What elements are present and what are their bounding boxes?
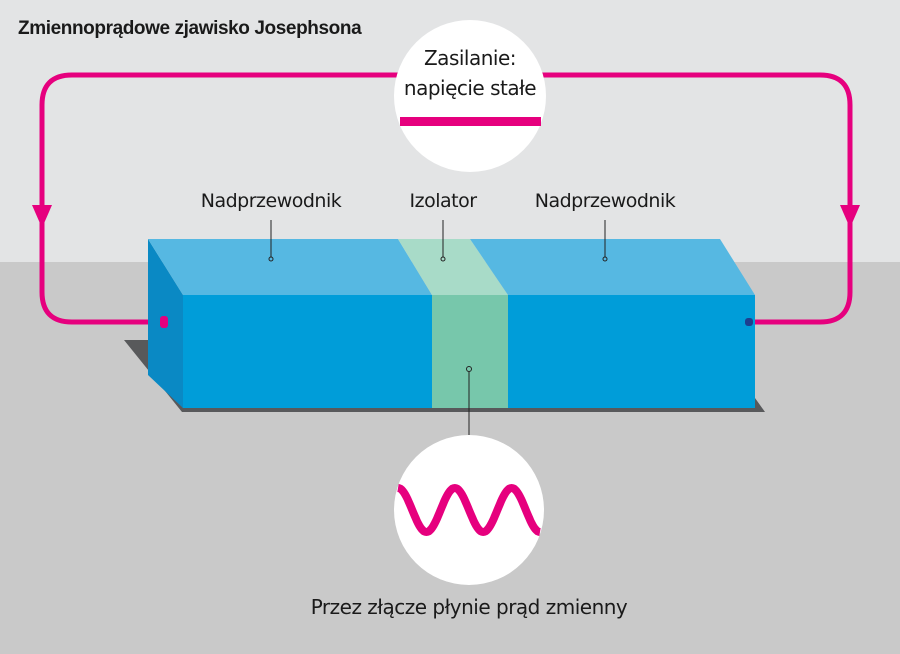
supply-line1: Zasilanie: <box>423 46 517 70</box>
label-left-superconductor: Nadprzewodnik <box>200 190 342 212</box>
supply-line2: napięcie stałe <box>403 76 537 100</box>
supply-label: Zasilanie: napięcie stałe <box>403 43 537 103</box>
page-title: Zmiennoprądowe zjawisko Josephsona <box>18 18 362 39</box>
left-superconductor-top <box>148 239 432 295</box>
left-contact <box>160 316 168 328</box>
dc-voltage-line <box>400 117 541 126</box>
ac-sine-wave-icon <box>397 483 541 537</box>
caption: Przez złącze płynie prąd zmienny <box>310 595 628 619</box>
right-superconductor-top <box>470 239 755 295</box>
insulator-top <box>398 239 508 295</box>
right-superconductor-front <box>508 295 755 408</box>
left-superconductor-front <box>183 295 432 408</box>
insulator-front <box>432 295 508 408</box>
label-insulator: Izolator <box>409 190 477 212</box>
current-arrow-left-icon <box>32 205 52 228</box>
current-arrow-right-icon <box>840 205 860 228</box>
right-contact <box>745 318 753 326</box>
supply-circle <box>394 20 546 172</box>
label-right-superconductor: Nadprzewodnik <box>534 190 676 212</box>
